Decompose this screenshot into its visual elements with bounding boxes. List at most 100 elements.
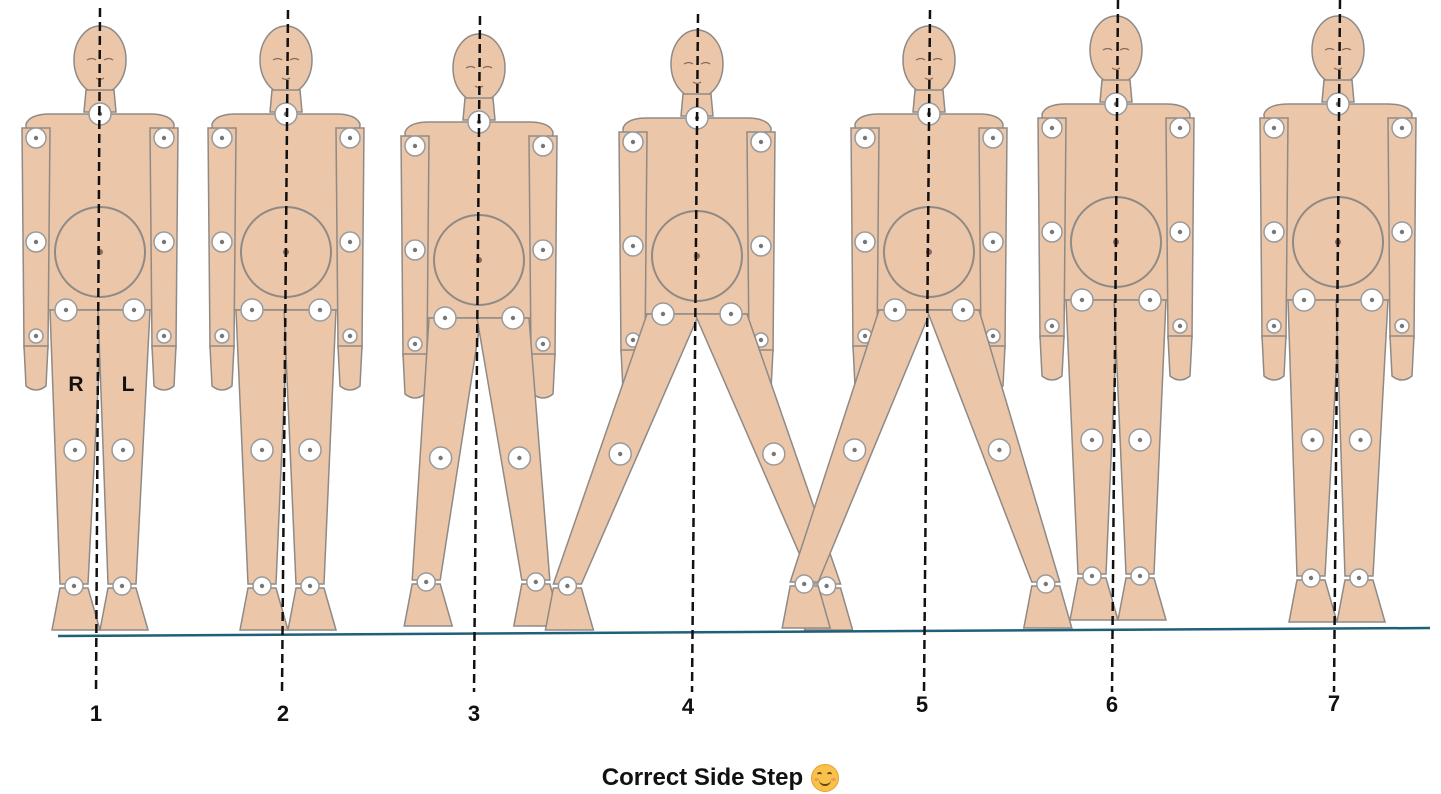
right-hand [1261, 335, 1287, 381]
head [1089, 15, 1143, 85]
right-elbow-joint-pin [412, 247, 418, 253]
smiling-face-emoji-icon [811, 764, 840, 792]
right-hip-joint-pin [1301, 297, 1307, 303]
right-hand [402, 353, 428, 399]
right-hand [209, 345, 235, 391]
head [1311, 15, 1365, 85]
left-hand [1389, 335, 1415, 381]
figure-number-7: 7 [1328, 691, 1340, 716]
right-ankle-joint-pin [424, 579, 429, 585]
eyes [683, 61, 711, 65]
left-wrist-joint-pin [540, 341, 546, 347]
mouth [281, 77, 291, 81]
center-line-7 [1332, 0, 1342, 693]
left-ankle-joint-pin [1043, 581, 1049, 587]
center-line-5 [922, 9, 932, 693]
right-knee-joint-pin [1089, 437, 1095, 443]
caption-text: Correct Side Step [601, 764, 804, 791]
left-hip-joint-pin [317, 307, 323, 313]
left-elbow-joint-pin [540, 247, 546, 253]
right-wrist-joint-pin [862, 333, 868, 339]
left-elbow-joint-pin [161, 239, 167, 245]
right-hand [23, 345, 49, 391]
left-shoulder-joint-pin [1177, 125, 1183, 131]
left-knee-joint-pin [997, 447, 1002, 453]
left-shoulder-joint-pin [161, 135, 167, 141]
right-hip-joint-pin [660, 311, 666, 317]
right-ankle-joint-pin [71, 583, 77, 589]
right-elbow-joint-pin [1049, 229, 1055, 235]
figure-number-2: 2 [277, 701, 289, 726]
left-ankle-joint-pin [1356, 575, 1362, 581]
left-wrist-joint-pin [161, 333, 167, 339]
right-ankle-joint-pin [259, 583, 265, 589]
right-hand [1039, 335, 1065, 381]
figure-number-5: 5 [916, 692, 928, 717]
left-shoulder-joint-pin [540, 143, 546, 149]
left-shoulder-joint-pin [990, 135, 996, 141]
right-shoulder-joint-pin [33, 135, 39, 141]
mannequin-figure-7 [1259, 15, 1417, 623]
left-elbow-joint-pin [1177, 229, 1183, 235]
mannequin-figure-3 [400, 33, 563, 627]
mannequin-figure-5 [781, 25, 1073, 629]
left-side-label: L [122, 373, 135, 396]
figure-number-3: 3 [468, 701, 480, 726]
left-wrist-joint-pin [1399, 323, 1405, 329]
right-knee-joint-pin [852, 447, 857, 453]
right-hip-joint-pin [442, 315, 448, 321]
left-knee-joint-pin [771, 451, 776, 457]
head [259, 25, 313, 95]
eyes [915, 57, 943, 61]
center-line-4 [690, 13, 700, 693]
eyes [272, 57, 300, 61]
right-knee-joint-pin [1310, 437, 1315, 443]
left-hip-joint-pin [1369, 297, 1375, 303]
left-wrist-joint-pin [990, 333, 996, 339]
right-shoulder-joint-pin [862, 135, 868, 141]
left-wrist-joint-pin [758, 337, 764, 343]
left-hip-joint-pin [510, 315, 516, 321]
mannequin-figure-1 [21, 25, 179, 631]
mouth [1333, 67, 1343, 71]
mouth [924, 77, 934, 81]
left-ankle-joint-pin [824, 583, 829, 589]
right-elbow-joint-pin [630, 243, 636, 249]
left-hand [151, 345, 177, 391]
left-elbow-joint-pin [1399, 229, 1405, 235]
left-ankle-joint-pin [119, 583, 125, 589]
right-hip-joint-pin [249, 307, 255, 313]
left-knee-joint-pin [517, 455, 522, 461]
right-elbow-joint-pin [219, 239, 225, 245]
right-ankle-joint-pin [1308, 575, 1314, 581]
center-lines-layer [94, 0, 1342, 693]
right-wrist-joint-pin [1049, 323, 1055, 329]
right-elbow-joint-pin [862, 239, 868, 245]
left-elbow-joint-pin [758, 243, 764, 249]
left-hand [1167, 335, 1193, 381]
caption: Correct Side Step [0, 764, 1441, 792]
right-knee-joint-pin [72, 447, 78, 453]
left-shoulder-joint-pin [1399, 125, 1405, 131]
right-knee-joint-pin [618, 451, 623, 457]
right-hip-joint-pin [63, 307, 69, 313]
right-hip-joint-pin [892, 307, 898, 313]
right-ankle-joint-pin [565, 583, 570, 589]
left-knee-joint-pin [1358, 437, 1363, 443]
left-hip-joint-pin [960, 307, 966, 313]
right-hip-joint-pin [1079, 297, 1085, 303]
left-ankle-joint-pin [533, 579, 538, 585]
right-wrist-joint-pin [630, 337, 636, 343]
right-side-label: R [68, 373, 83, 396]
left-hand [337, 345, 363, 391]
right-ankle-joint-pin [1089, 573, 1095, 579]
right-wrist-joint-pin [1271, 323, 1277, 329]
right-elbow-joint-pin [33, 239, 39, 245]
eyes [465, 65, 493, 69]
left-hip-joint-pin [728, 311, 734, 317]
right-knee-joint-pin [259, 447, 265, 453]
right-shoulder-joint-pin [630, 139, 636, 145]
left-knee-joint-pin [1137, 437, 1143, 443]
